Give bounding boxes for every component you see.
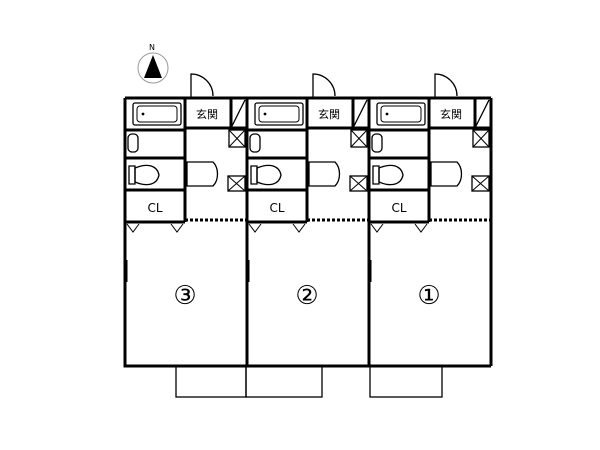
north-arrow-icon [137, 52, 169, 84]
shoe-cabinet-icon [350, 129, 368, 148]
closet: CL [126, 190, 187, 233]
door-swing-icon [434, 73, 458, 98]
unit-number: ① [417, 281, 440, 311]
shoe-cabinet-icon [472, 129, 490, 148]
toilet-icon [256, 164, 282, 186]
toilet-icon [378, 164, 404, 186]
washbasin-icon [127, 133, 139, 153]
unit-3: 玄関 CL ③ [123, 73, 249, 368]
kitchen-sink-icon [430, 161, 463, 187]
unit-2: 玄関 CL ② [245, 73, 371, 368]
entrance: 玄関 [429, 73, 491, 130]
unit-1: 玄関 CL ① [367, 73, 493, 368]
unit-outer-wall [367, 98, 491, 368]
kitchen-sink-icon [186, 161, 219, 187]
bathtub-icon [254, 102, 304, 126]
closet-label: CL [391, 201, 406, 215]
closet-label: CL [147, 201, 162, 215]
washbasin-icon [249, 133, 261, 153]
balcony-unit-1 [369, 365, 443, 398]
door-swing-icon [190, 73, 214, 98]
compass-label: N [149, 43, 155, 52]
bathtub-icon [132, 102, 182, 126]
balconies [175, 365, 443, 398]
kitchen-sink-icon [308, 161, 341, 187]
closet: CL [370, 190, 431, 233]
toilet-room [125, 158, 187, 192]
unit-number: ③ [173, 281, 196, 311]
bathtub-icon [376, 102, 426, 126]
appliance-space-icon [349, 175, 368, 192]
toilet-tank-icon [372, 165, 380, 185]
entrance: 玄関 [185, 73, 247, 130]
appliance-space-icon [227, 175, 246, 192]
door-swing-icon [312, 73, 336, 98]
washbasin-icon [371, 133, 383, 153]
bathroom [247, 98, 309, 160]
bathroom [369, 98, 431, 160]
entrance-label: 玄関 [440, 107, 462, 121]
unit-number: ② [295, 281, 318, 311]
appliance-space-icon [471, 175, 490, 192]
bathroom [125, 98, 187, 160]
entrance-label: 玄関 [196, 107, 218, 121]
balcony-unit-3 [175, 365, 247, 398]
toilet-tank-icon [128, 165, 136, 185]
shoe-cabinet-icon [228, 129, 246, 148]
closet: CL [248, 190, 309, 233]
toilet-tank-icon [250, 165, 258, 185]
balcony-unit-2 [245, 365, 323, 398]
entrance-label: 玄関 [318, 107, 340, 121]
compass: N [137, 43, 169, 84]
toilet-room [247, 158, 309, 192]
toilet-icon [134, 164, 160, 186]
toilet-room [369, 158, 431, 192]
entrance: 玄関 [307, 73, 369, 130]
closet-label: CL [269, 201, 284, 215]
